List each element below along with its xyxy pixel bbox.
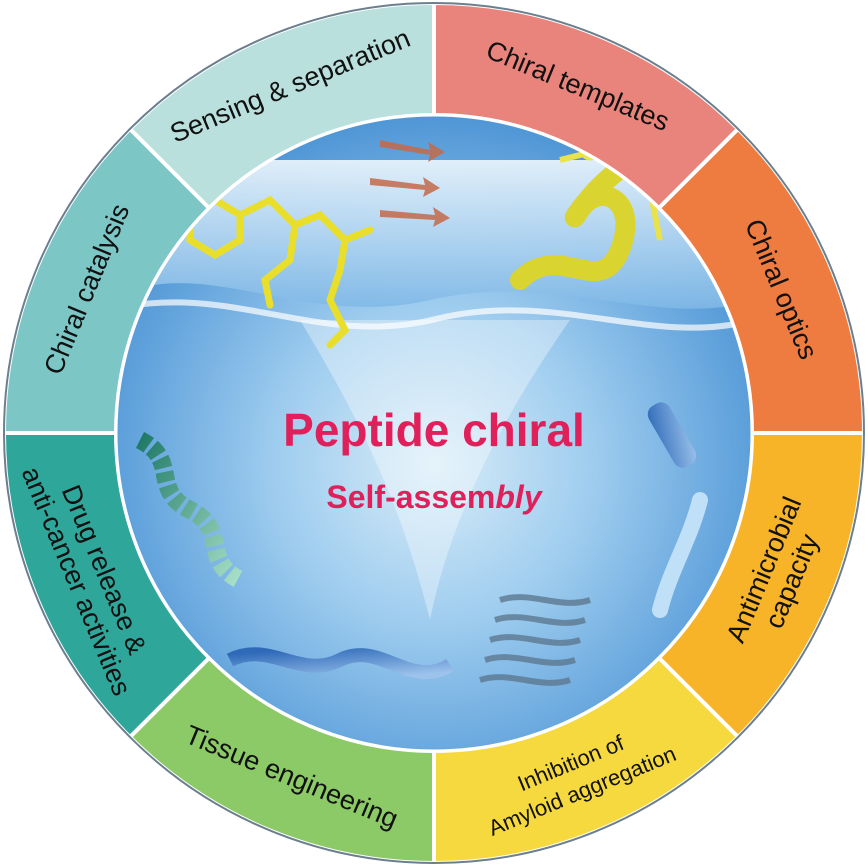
inner-border	[114, 113, 754, 753]
light-fiber-icon	[652, 492, 708, 618]
outer-border	[3, 2, 865, 864]
water-vortex	[300, 320, 570, 620]
nanotube-stack-icon	[479, 594, 591, 686]
center-disc: Peptide chiral Self-assembly	[116, 115, 752, 751]
center-subtitle-italic: bly	[495, 479, 543, 515]
twisted-ribbon-icon	[226, 647, 454, 680]
center-subtitle-plain: Self-assem	[326, 479, 495, 515]
green-helix-icon	[135, 431, 245, 589]
center-title: Peptide chiral	[283, 404, 585, 456]
blue-rod-icon	[647, 402, 697, 468]
center-subtitle: Self-assembly	[326, 479, 543, 515]
wave-crest	[116, 299, 752, 331]
beta-sheet-arrows-icon	[370, 140, 450, 227]
